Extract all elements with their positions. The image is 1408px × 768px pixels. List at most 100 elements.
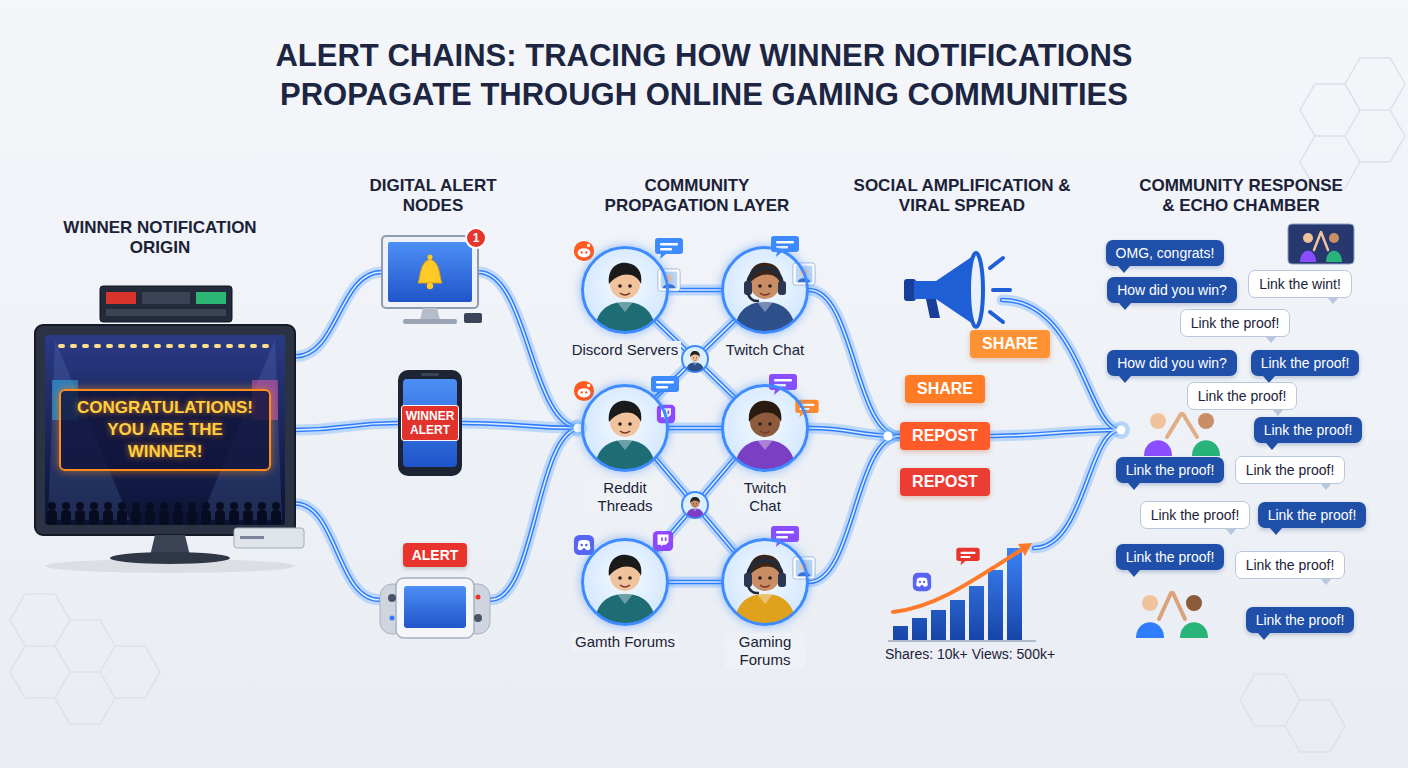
flow-core	[491, 428, 581, 600]
reddit-icon	[574, 381, 594, 401]
node-label: Gamth Forums	[572, 633, 678, 651]
flow-glow	[809, 436, 900, 582]
phone-alert: WINNER ALERT	[398, 370, 462, 476]
bubble-text: Link the proof!	[1126, 462, 1215, 478]
scoreboard-strip	[106, 309, 226, 316]
node-label: Reddit Threads	[585, 479, 665, 515]
speech-bubble: Link the proof!	[1251, 350, 1360, 376]
user-avatar	[593, 401, 657, 476]
person-head	[1303, 233, 1313, 243]
speech-bubble: Link the proof!	[1116, 457, 1225, 483]
bubble-text: How did you win?	[1117, 355, 1227, 371]
game-console	[234, 528, 304, 548]
community-node: Twitch Chat	[721, 384, 809, 472]
bubble-text: Link the proof!	[1151, 507, 1240, 523]
flow-line	[669, 426, 721, 431]
console-screen	[404, 586, 466, 628]
user-avatar	[593, 555, 657, 630]
person-body	[1192, 440, 1220, 456]
flow-glow	[295, 504, 379, 600]
bubble-text: Link the proof!	[1246, 557, 1335, 573]
flow-core	[809, 436, 900, 582]
bell-clapper	[427, 283, 433, 289]
flow-connector	[809, 290, 900, 436]
bubble-text: Link the proof!	[1198, 388, 1287, 404]
high-five-arms	[1159, 593, 1185, 619]
person-body	[1180, 622, 1208, 638]
flow-connector	[295, 423, 398, 430]
action-button: SHARE	[905, 375, 985, 403]
twitch-icon	[657, 405, 675, 423]
bubble-text: Link the proof!	[1261, 355, 1350, 371]
video-screen	[1288, 224, 1354, 264]
node-label: Twitch Chat	[723, 341, 807, 359]
desktop-stand	[420, 308, 440, 320]
discord-icon	[574, 535, 594, 555]
stadium-beam	[48, 340, 282, 520]
label-holder: Shares: 10k+ Views: 500k+	[855, 646, 1085, 663]
label-holder: SOCIAL AMPLIFICATION & VIRAL SPREAD	[849, 176, 1075, 216]
flow-glow	[491, 428, 581, 600]
bubble-text: OMG, congrats!	[1116, 245, 1215, 261]
growth-arrow-head	[1018, 543, 1032, 556]
community-node: Gamth Forums	[581, 538, 669, 626]
button-label: REPOST	[912, 473, 978, 491]
speech-bubble: Link the proof!	[1235, 551, 1346, 579]
user-avatar	[593, 263, 657, 338]
crowd	[45, 498, 285, 525]
notification-badge: 1	[465, 227, 487, 249]
bubble-text: How did you win?	[1117, 282, 1227, 298]
person-arms	[1314, 232, 1328, 250]
speech-bubble: Link the proof!	[1254, 417, 1363, 443]
high-five-arms	[1167, 414, 1197, 437]
flow-core	[462, 423, 581, 428]
desktop-base	[403, 319, 457, 324]
community-node: Twitch Chat	[721, 246, 809, 334]
hub-dot	[1117, 426, 1126, 435]
flow-core	[669, 581, 721, 583]
speech-bubble: Link the wint!	[1248, 270, 1352, 298]
title-holder: ALERT CHAINS: TRACING HOW WINNER NOTIFIC…	[199, 36, 1209, 114]
desktop-screen	[388, 242, 472, 302]
flow-core	[478, 272, 581, 428]
flow-glow	[295, 272, 382, 357]
flow-glow	[669, 577, 721, 588]
flow-glow	[809, 290, 900, 436]
community-node: Gaming Forums	[721, 538, 809, 626]
hub-dot	[884, 432, 893, 441]
flow-connector	[809, 436, 900, 582]
column-heading: SOCIAL AMPLIFICATION & VIRAL SPREAD	[849, 176, 1075, 216]
monitor-screen	[45, 335, 285, 525]
flow-line	[809, 436, 900, 582]
button-label: SHARE	[982, 335, 1038, 353]
speech-bubble: Link the proof!	[1246, 607, 1355, 633]
bubble-text: Link the proof!	[1256, 612, 1345, 628]
label-holder: WINNER NOTIFICATION ORIGIN	[40, 218, 280, 258]
alert-tag: ALERT	[403, 543, 468, 567]
bubble-text: Link the proof!	[1191, 315, 1280, 331]
chart-axis	[888, 640, 1036, 642]
person-head	[1198, 413, 1214, 429]
label-holder: Twitch Chat	[730, 479, 800, 515]
bubble-text: Link the proof!	[1264, 422, 1353, 438]
flow-glow	[669, 423, 721, 434]
button-label: SHARE	[917, 380, 973, 398]
flow-connector	[295, 504, 379, 600]
headset	[744, 268, 786, 301]
label-holder: Reddit Threads	[585, 479, 665, 515]
column-heading: DIGITAL ALERT NODES	[358, 176, 508, 216]
flow-connector	[491, 428, 581, 600]
megaphone-rim	[969, 253, 983, 327]
flow-line	[295, 423, 398, 430]
label-holder: COMMUNITY PROPAGATION LAYER	[587, 176, 807, 216]
column-heading: COMMUNITY RESPONSE & ECHO CHAMBER	[1135, 176, 1347, 216]
bubble-text: Link the proof!	[1268, 507, 1357, 523]
mini-avatar	[686, 351, 705, 373]
node-label: Twitch Chat	[730, 479, 800, 515]
person-body	[1300, 251, 1316, 262]
photo-icon	[793, 557, 815, 579]
phone-body	[398, 370, 462, 476]
alert-tag: WINNER ALERT	[401, 405, 459, 441]
user-avatar	[733, 555, 797, 630]
flow-line	[462, 423, 581, 428]
